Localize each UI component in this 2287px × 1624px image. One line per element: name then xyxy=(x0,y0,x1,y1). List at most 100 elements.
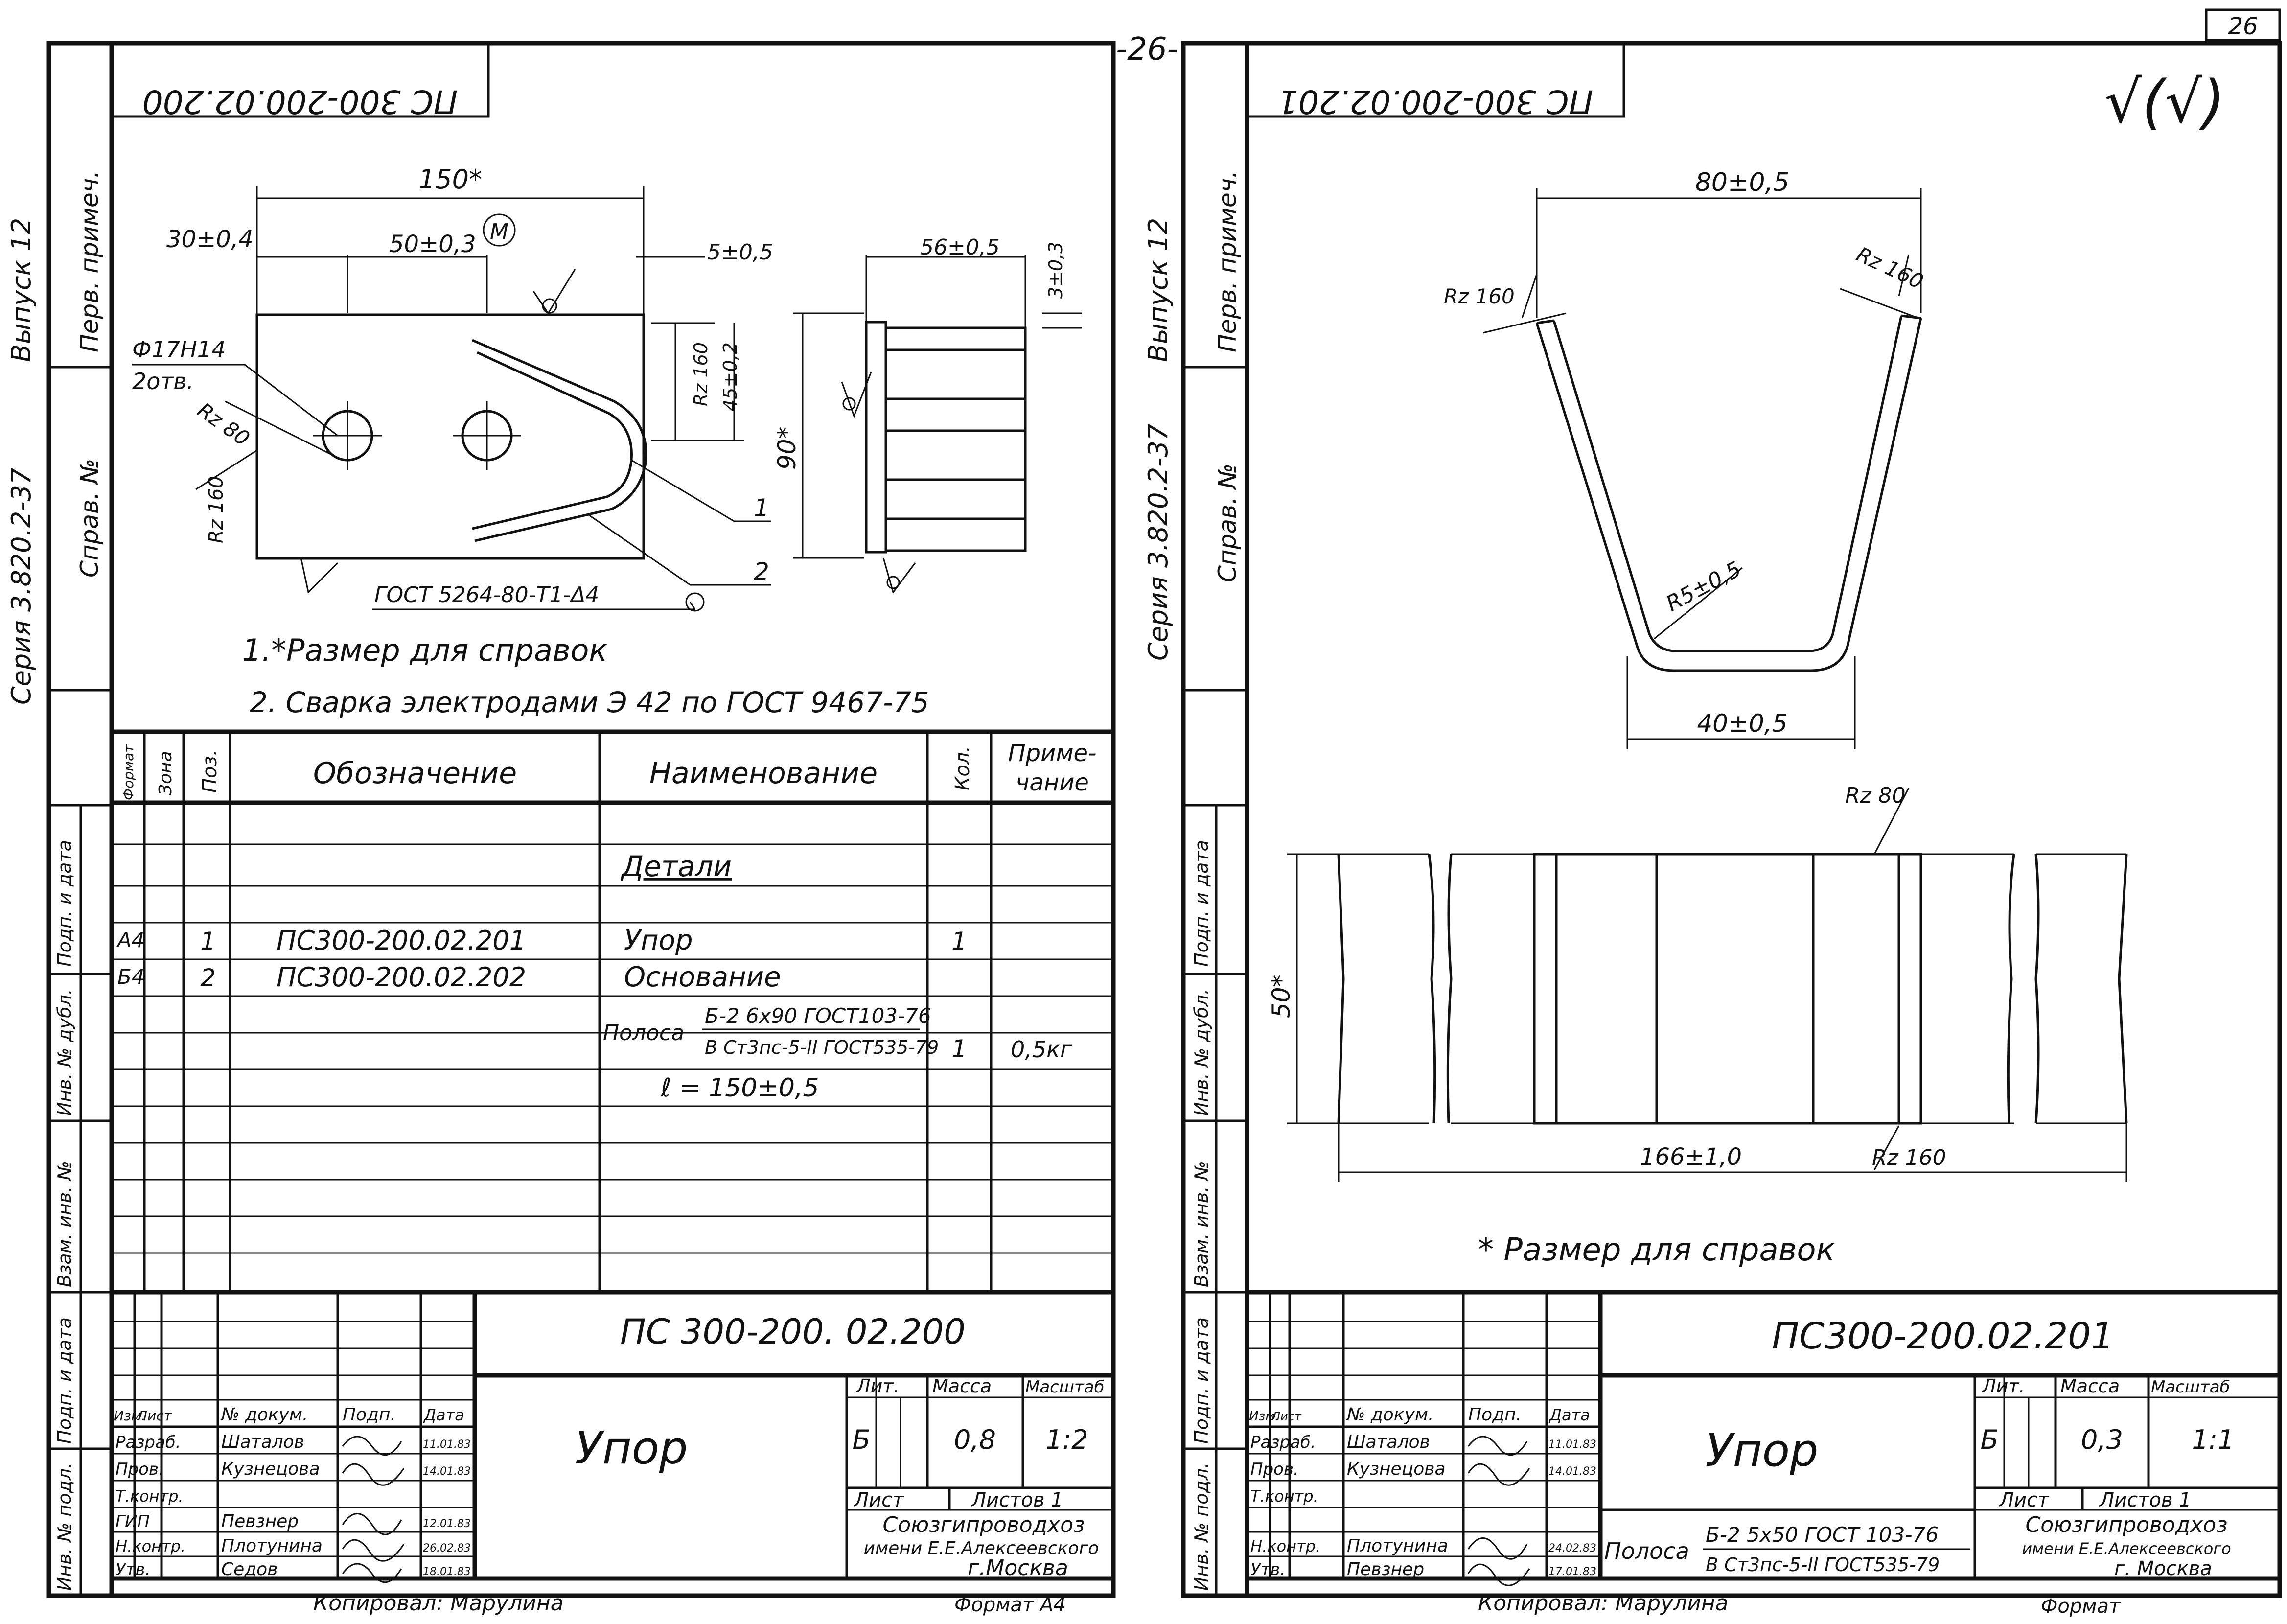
right-note: * Размер для справок xyxy=(1478,1232,1835,1268)
left-first-use-label: Перв. примеч. xyxy=(75,170,104,352)
left-tb-copied: Копировал: Марулина xyxy=(313,1591,564,1616)
left-tb-scale: 1:2 xyxy=(1046,1424,1088,1455)
left-dim-45: 45±0,2 xyxy=(719,342,741,411)
left-note-2: 2. Сварка электродами Э 42 по ГОСТ 9467-… xyxy=(250,686,929,719)
page-number-corner: 26 xyxy=(2228,13,2258,40)
left-tb-mass-head: Масса xyxy=(932,1375,992,1397)
right-field-1: Подп. и дата xyxy=(1191,840,1212,967)
right-tb-mass-head: Масса xyxy=(2060,1375,2120,1397)
left-tb-date-6: 18.01.83 xyxy=(423,1566,471,1578)
left-pos-1: 1 xyxy=(754,494,769,522)
right-tb-material-bottom: В Ст3пс-5-II ГОСТ535-79 xyxy=(1706,1554,1940,1576)
left-tb-name: Упор xyxy=(575,1422,688,1474)
left-dim-90: 90* xyxy=(773,426,801,470)
right-tb-date-2: 14.01.83 xyxy=(1548,1465,1596,1478)
right-tb-org-3: г. Москва xyxy=(2114,1557,2212,1580)
left-tb-role-6: Утв. xyxy=(116,1560,150,1579)
right-tb-sheets: Листов 1 xyxy=(2099,1489,2192,1511)
right-title-block: Изм. Лист № докум. Подп. Дата Разраб. Пр… xyxy=(1247,1290,2280,1618)
right-sheet: Серия 3.820.2-37 Выпуск 12 Перв. примеч.… xyxy=(1143,41,2282,1618)
left-head-note-2: чание xyxy=(1016,769,1089,796)
right-tb-mass: 0,3 xyxy=(2081,1424,2123,1455)
right-tb-org-2: имени Е.Е.Алексеевского xyxy=(2022,1539,2231,1558)
left-head-note-1: Приме- xyxy=(1008,740,1097,767)
left-head-pos: Поз. xyxy=(199,749,221,793)
left-tb-date-1: 11.01.83 xyxy=(423,1438,471,1451)
right-rz160-c: Rz 160 xyxy=(1872,1145,1946,1170)
left-head-zone: Зона xyxy=(156,751,176,795)
right-tb-head-date: Дата xyxy=(1548,1406,1590,1424)
left-issue-label: Выпуск 12 xyxy=(6,218,37,362)
left-row2-pos: 2 xyxy=(200,964,216,992)
left-mirror-code: ПС 300-200.02.200 xyxy=(142,83,458,120)
right-ref-label: Справ. № xyxy=(1213,464,1242,582)
left-tb-head-izm: Изм. xyxy=(114,1408,146,1424)
right-tb-lit-head: Лит. xyxy=(1981,1375,2025,1397)
left-rz80: Rz 80 xyxy=(193,398,254,451)
left-part-drawing: 150* 30±0,4 50±0,3 M 5±0,5 Ф17Н14 2отв. … xyxy=(132,164,1082,719)
left-tb-format: Формат А4 xyxy=(954,1594,1066,1616)
left-mark-m: M xyxy=(490,219,508,244)
left-tb-mass: 0,8 xyxy=(954,1424,996,1455)
left-row1-code: ПС300-200.02.201 xyxy=(277,925,526,956)
right-field-5: Инв. № подл. xyxy=(1191,1462,1212,1591)
left-tb-head-list: Лист xyxy=(137,1408,172,1424)
right-tb-scale-head: Масштаб xyxy=(2151,1377,2230,1397)
left-tb-head-sign: Подп. xyxy=(343,1405,396,1425)
right-tb-date-5: 24.02.83 xyxy=(1548,1542,1596,1554)
left-head-name: Наименование xyxy=(649,756,878,790)
right-tb-sheet: Лист xyxy=(1998,1489,2050,1511)
right-field-2: Инв. № дубл. xyxy=(1191,989,1212,1116)
left-material-qty: 1 xyxy=(951,1035,967,1063)
right-tb-lit: Б xyxy=(1980,1424,1998,1455)
left-tb-name-6: Седов xyxy=(221,1559,277,1579)
left-rz160-b: Rz 160 xyxy=(690,342,712,406)
right-tb-name-5: Плотунина xyxy=(1347,1536,1448,1556)
right-rz160-b: Rz 160 xyxy=(1853,242,1927,294)
left-dim-150: 150* xyxy=(418,164,482,195)
right-tb-role-5: Н.контр. xyxy=(1250,1537,1320,1555)
left-tb-date-2: 14.01.83 xyxy=(423,1465,471,1478)
left-tb-role-1: Разраб. xyxy=(116,1433,181,1452)
left-spec-table: Формат Зона Поз. Обозначение Наименовани… xyxy=(112,729,1113,1295)
right-tb-material-word: Полоса xyxy=(1604,1538,1689,1564)
left-row1-pos: 1 xyxy=(200,927,216,955)
left-tb-scale-head: Масштаб xyxy=(1025,1377,1105,1397)
left-section-title: Детали xyxy=(620,850,732,883)
left-material-note: 0,5кг xyxy=(1011,1036,1072,1063)
left-field-5: Инв. № подл. xyxy=(54,1462,75,1591)
left-ref-label: Справ. № xyxy=(75,459,104,578)
left-tb-name-5: Плотунина xyxy=(221,1536,323,1556)
left-row2-name: Основание xyxy=(624,961,781,993)
left-tb-code: ПС 300-200. 02.200 xyxy=(620,1312,966,1352)
left-tb-name-1: Шаталов xyxy=(221,1432,304,1452)
right-tb-role-6: Утв. xyxy=(1250,1560,1285,1579)
left-dim-3: 3±0,3 xyxy=(1045,242,1066,299)
left-row2-format: Б4 xyxy=(117,965,145,989)
left-note-1: 1.*Размер для справок xyxy=(242,632,607,668)
left-field-2: Инв. № дубл. xyxy=(54,989,75,1116)
right-first-use-label: Перв. примеч. xyxy=(1213,170,1242,352)
right-tb-material-top: Б-2 5х50 ГОСТ 103-76 xyxy=(1706,1523,1939,1547)
right-tb-name-2: Кузнецова xyxy=(1347,1459,1446,1479)
left-dim-5: 5±0,5 xyxy=(707,240,773,265)
left-material-bottom: В Ст3пс-5-II ГОСТ535-79 xyxy=(705,1037,939,1058)
left-dim-50: 50±0,3 xyxy=(389,231,476,258)
right-tb-copied: Копировал: Марулина xyxy=(1478,1591,1729,1616)
left-tb-role-3: Т.контр. xyxy=(116,1487,184,1506)
right-tb-name: Упор xyxy=(1706,1424,1819,1477)
left-material-word: Полоса xyxy=(603,1021,684,1045)
right-tb-scale: 1:1 xyxy=(2192,1424,2235,1455)
left-tb-lit: Б xyxy=(852,1424,870,1455)
page-number-corner-box xyxy=(2205,8,2281,42)
right-side-strip: Серия 3.820.2-37 Выпуск 12 Перв. примеч.… xyxy=(1143,170,1248,1597)
left-tb-role-4: ГИП xyxy=(116,1512,150,1531)
left-field-4: Подп. и дата xyxy=(54,1317,75,1444)
left-tb-date-5: 26.02.83 xyxy=(423,1542,471,1554)
left-title-block: Изм. Лист № докум. Подп. Дата Разраб. Пр… xyxy=(112,1292,1113,1616)
left-tb-role-2: Пров. xyxy=(116,1460,164,1479)
right-r5: R5±0,5 xyxy=(1662,557,1745,617)
left-row1-name: Упор xyxy=(624,925,693,956)
left-row1-qty: 1 xyxy=(951,927,967,955)
